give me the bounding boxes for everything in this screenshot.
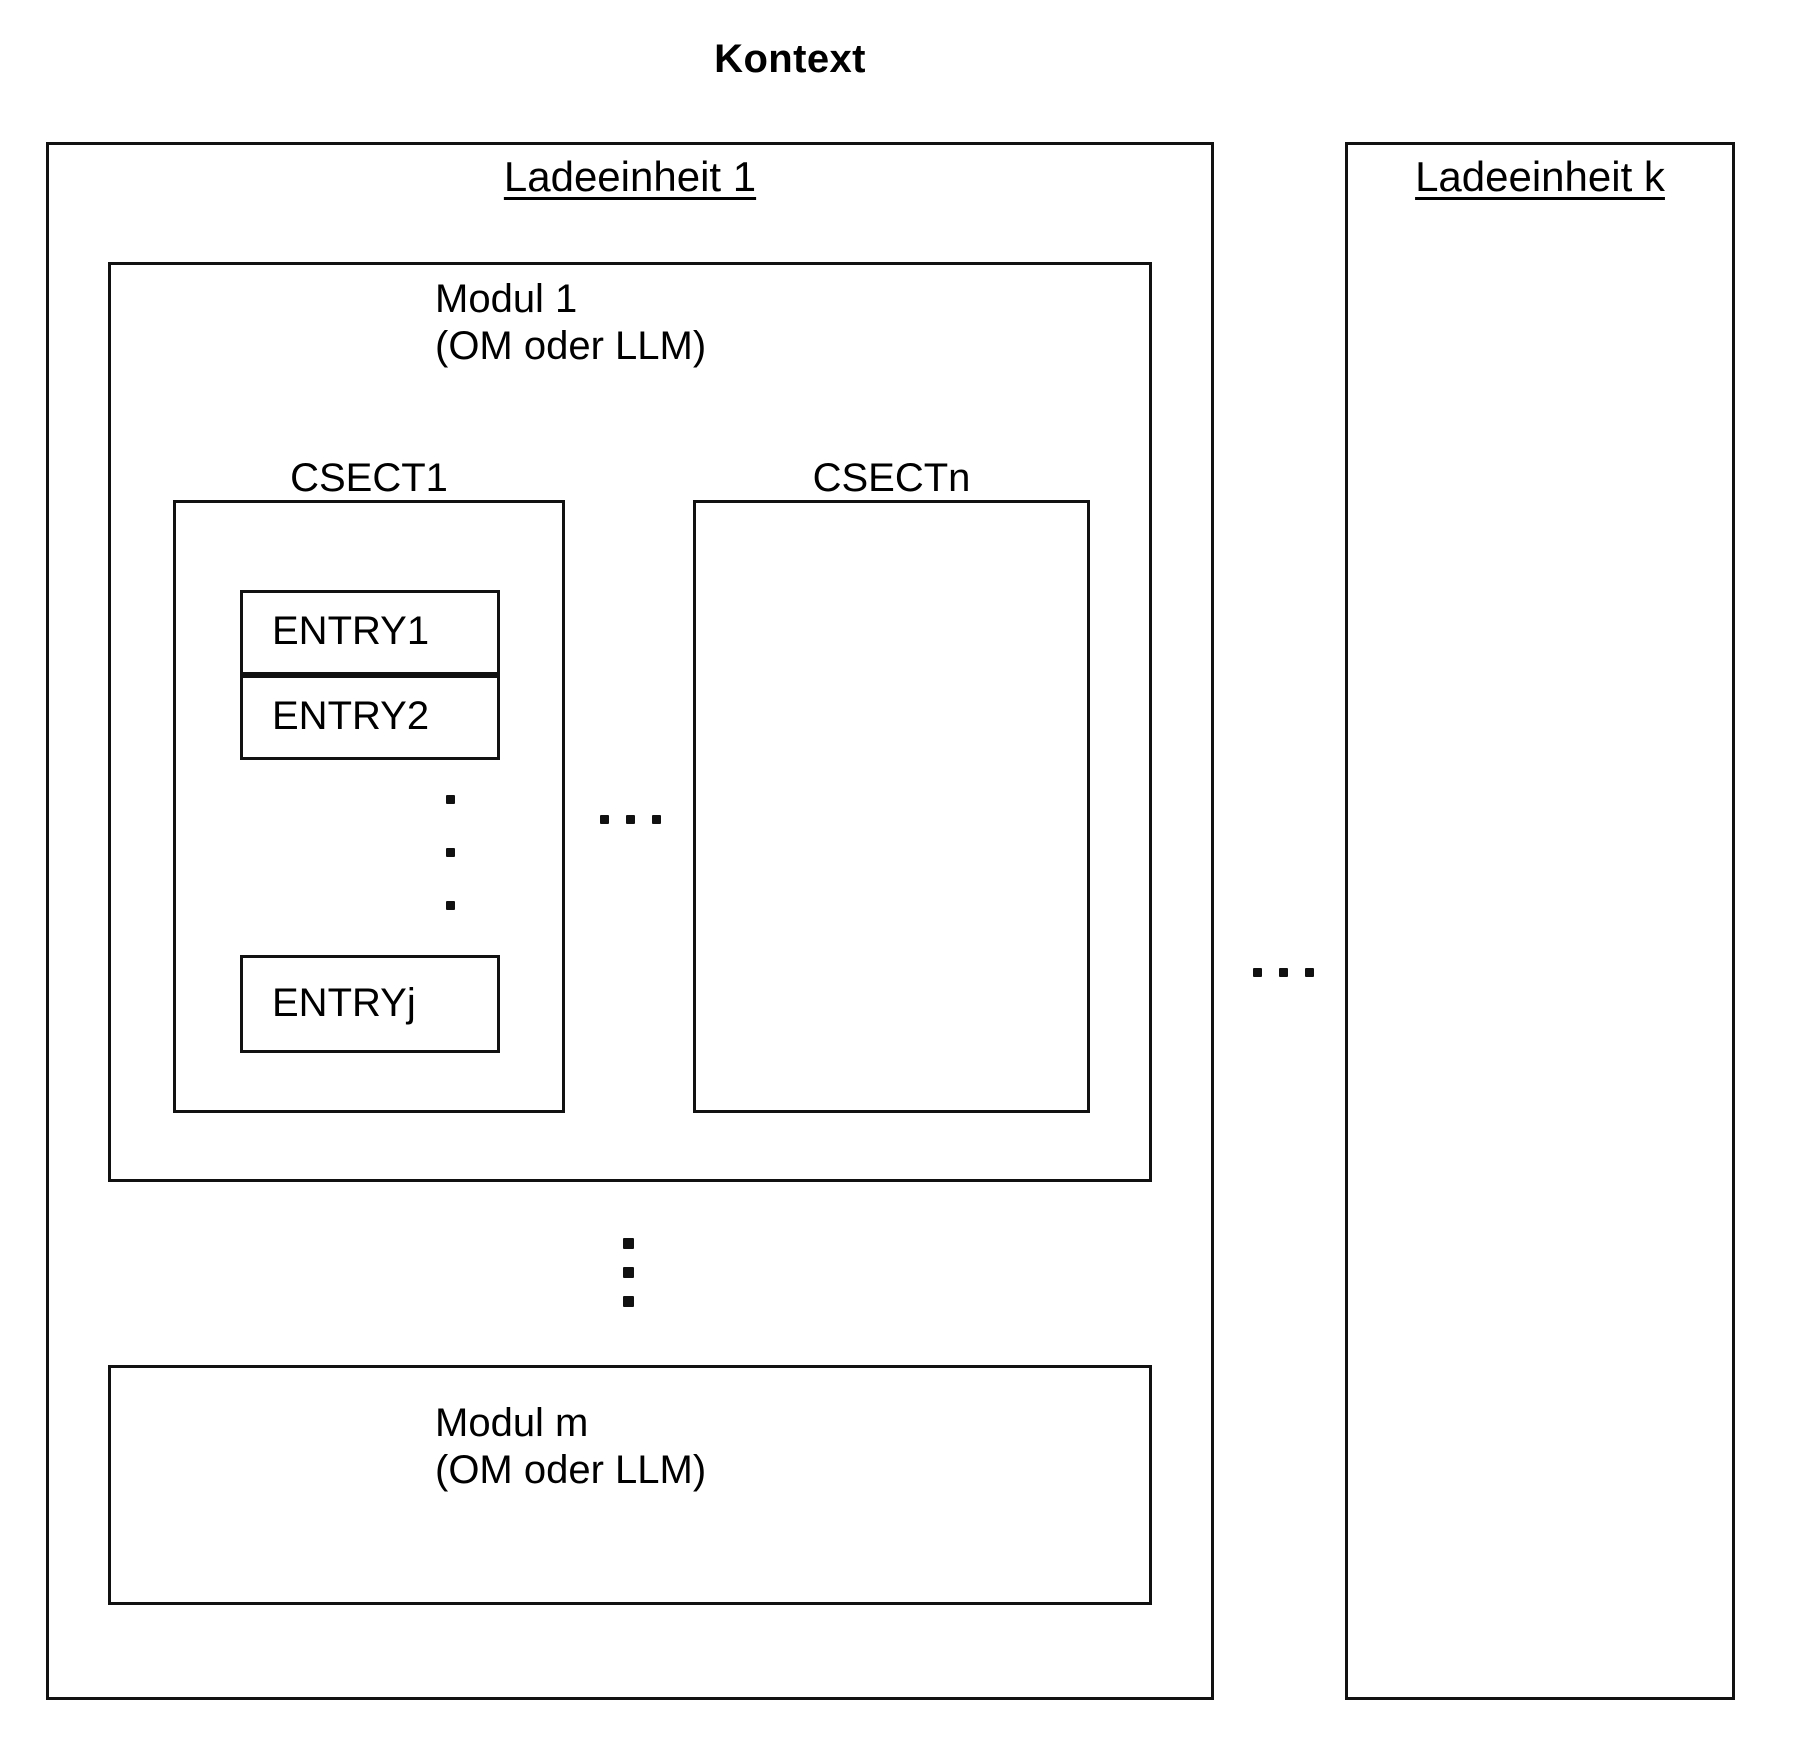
module-m-name: Modul m — [435, 1401, 589, 1445]
ellipsis-dot — [446, 848, 455, 857]
module-m-label: Modul m (OM oder LLM) — [435, 1400, 706, 1494]
csect-horizontal-ellipsis — [600, 815, 661, 824]
entry-2-label: ENTRY2 — [272, 694, 430, 738]
csect-1-label: CSECT1 — [290, 456, 448, 500]
ellipsis-dot — [623, 1238, 634, 1249]
module-1-name: Modul 1 — [435, 277, 578, 321]
ellipsis-dot — [652, 815, 661, 824]
ellipsis-dot — [1279, 968, 1288, 977]
entry-j-label: ENTRYj — [272, 981, 416, 1025]
ellipsis-dot — [600, 815, 609, 824]
module-m-box — [108, 1365, 1152, 1605]
entry-1-label: ENTRY1 — [272, 609, 430, 653]
load-unit-k-heading: Ladeeinheit k — [1415, 153, 1665, 200]
diagram-title: Kontext — [714, 37, 866, 81]
module-m-kind: (OM oder LLM) — [435, 1448, 707, 1493]
csect-1-box — [173, 500, 565, 1113]
ellipsis-dot — [623, 1267, 634, 1278]
entry-2-box — [240, 675, 500, 760]
csect-n-box — [693, 500, 1090, 1113]
ellipsis-dot — [1305, 968, 1314, 977]
ellipsis-dot — [1253, 968, 1262, 977]
ellipsis-dot — [623, 1296, 634, 1307]
ellipsis-dot — [626, 815, 635, 824]
entry-j-box — [240, 955, 500, 1053]
module-1-label: Modul 1 (OM oder LLM) — [435, 276, 706, 370]
module-1-box — [108, 262, 1152, 1182]
entry-1-box — [240, 590, 500, 675]
csect-n-label: CSECTn — [812, 456, 971, 500]
load-unit-1-box — [46, 142, 1214, 1700]
load-unit-horizontal-ellipsis — [1253, 968, 1314, 977]
module-vertical-ellipsis — [623, 1238, 634, 1325]
module-1-kind: (OM oder LLM) — [435, 324, 707, 369]
load-unit-1-heading: Ladeeinheit 1 — [503, 153, 757, 200]
load-unit-k-box — [1345, 142, 1735, 1700]
entry-vertical-ellipsis — [446, 795, 455, 910]
ellipsis-dot — [446, 795, 455, 804]
ellipsis-dot — [446, 901, 455, 910]
